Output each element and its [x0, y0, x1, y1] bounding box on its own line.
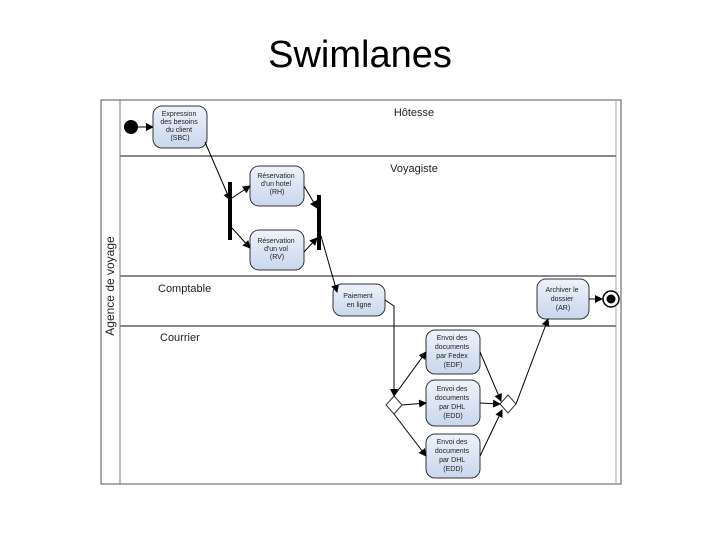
- activity-edf-line: (EDF): [444, 362, 463, 369]
- activity-rv-line: Réservation: [257, 238, 294, 245]
- activity-edd-2-line: Envoi des: [437, 439, 468, 446]
- activity-edd-1-line: (EDD): [443, 413, 462, 420]
- activity-ar-line: dossier: [551, 296, 574, 303]
- activity-pl-line: Paiement: [343, 293, 373, 300]
- flow-join-to-pl: [320, 235, 339, 293]
- activity-rv-line: (RV): [270, 254, 284, 261]
- activity-edd-2: Envoi des documents par DHL (EDD): [425, 433, 481, 479]
- activity-sbc-line: des besoins: [160, 119, 198, 126]
- join-bar: [317, 195, 321, 250]
- activity-rh-line: (RH): [270, 189, 285, 196]
- flow-fork-to-rv: [231, 227, 251, 249]
- activity-rh: Réservation d'un hotel (RH): [249, 165, 305, 207]
- flow-edd-2-to-merge: [479, 409, 503, 457]
- lane-label-hotesse: Hôtesse: [394, 107, 434, 119]
- activity-sbc-line: Expression: [162, 111, 197, 118]
- lane-label-voyagiste: Voyagiste: [390, 163, 438, 175]
- activity-edd-1-line: par DHL: [439, 404, 465, 411]
- svg-text:Envoi des documents: Envoi des documents par DHL (EDD): [435, 386, 471, 420]
- svg-text:Réservation d'un hotel: Réservation d'un hotel (RH): [257, 173, 296, 196]
- pool-label: Agence de voyage: [103, 236, 117, 336]
- activity-rh-line: Réservation: [257, 173, 294, 180]
- flow-sbc-to-fork: [204, 141, 231, 201]
- activity-sbc-line: (SBC): [170, 135, 189, 142]
- slide-title: Swimlanes: [268, 34, 452, 76]
- svg-text:Expression des besoins: Expression des besoins du client (SBC): [160, 111, 199, 142]
- activity-ar-line: Archiver le: [545, 287, 578, 294]
- flow-decision-to-edd-2: [393, 413, 427, 457]
- flow-decision-to-edd-1: [401, 399, 427, 408]
- activity-edf-line: par Fedex: [436, 353, 468, 360]
- activity-edd-2-line: par DHL: [439, 457, 465, 464]
- initial-node: [124, 120, 138, 134]
- activity-edd-1-line: documents: [435, 395, 470, 402]
- flow-edd-1-to-merge: [479, 399, 501, 408]
- activity-edd-2-line: (EDD): [443, 466, 462, 473]
- activity-rv-line: d'un vol: [264, 246, 288, 253]
- flow-fork-to-rh: [231, 185, 251, 199]
- activity-edd-2-line: documents: [435, 448, 470, 455]
- fork-bar: [228, 182, 232, 240]
- activity-rh-line: d'un hotel: [261, 181, 292, 188]
- svg-text:Envoi des documents: Envoi des documents par DHL (EDD): [435, 439, 471, 473]
- activity-pl-line: en ligne: [347, 302, 372, 309]
- activity-edf: Envoi des documents par Fedex (EDF): [425, 329, 481, 375]
- activity-edf-line: Envoi des: [437, 335, 468, 342]
- lane-label-comptable: Comptable: [158, 283, 211, 295]
- activity-ar: Archiver le dossier (AR): [536, 278, 590, 320]
- flow-edf-to-merge: [479, 351, 502, 402]
- activity-ar-line: (AR): [556, 305, 570, 312]
- control-flows: [204, 141, 603, 457]
- lane-label-courrier: Courrier: [160, 332, 200, 344]
- activity-sbc-line: du client: [166, 127, 192, 134]
- svg-text:Réservation d'un vol: Réservation d'un vol (RV): [257, 238, 296, 261]
- flow-rv-to-join: [303, 237, 318, 253]
- activity-sbc: Expression des besoins du client (SBC): [152, 105, 208, 149]
- svg-text:Archiver le dossier: Archiver le dossier (AR): [545, 287, 580, 312]
- activity-pl: Paiement en ligne: [332, 283, 386, 317]
- flow-merge-to-ar: [515, 318, 550, 405]
- flow-decision-to-edf: [393, 351, 427, 397]
- flow-rh-to-join: [303, 185, 318, 209]
- svg-text:Envoi des documents: Envoi des documents par Fedex (EDF): [435, 335, 471, 369]
- merge-diamond: [499, 394, 517, 414]
- svg-text:Paiement en ligne: Paiement en ligne: [343, 293, 375, 309]
- activity-edf-line: documents: [435, 344, 470, 351]
- activity-edd-1-line: Envoi des: [437, 386, 468, 393]
- final-node-core: [606, 294, 616, 304]
- activity-edd-1: Envoi des documents par DHL (EDD): [425, 379, 481, 427]
- flow-pl-to-decision: [384, 299, 398, 397]
- activity-rv: Réservation d'un vol (RV): [249, 229, 305, 271]
